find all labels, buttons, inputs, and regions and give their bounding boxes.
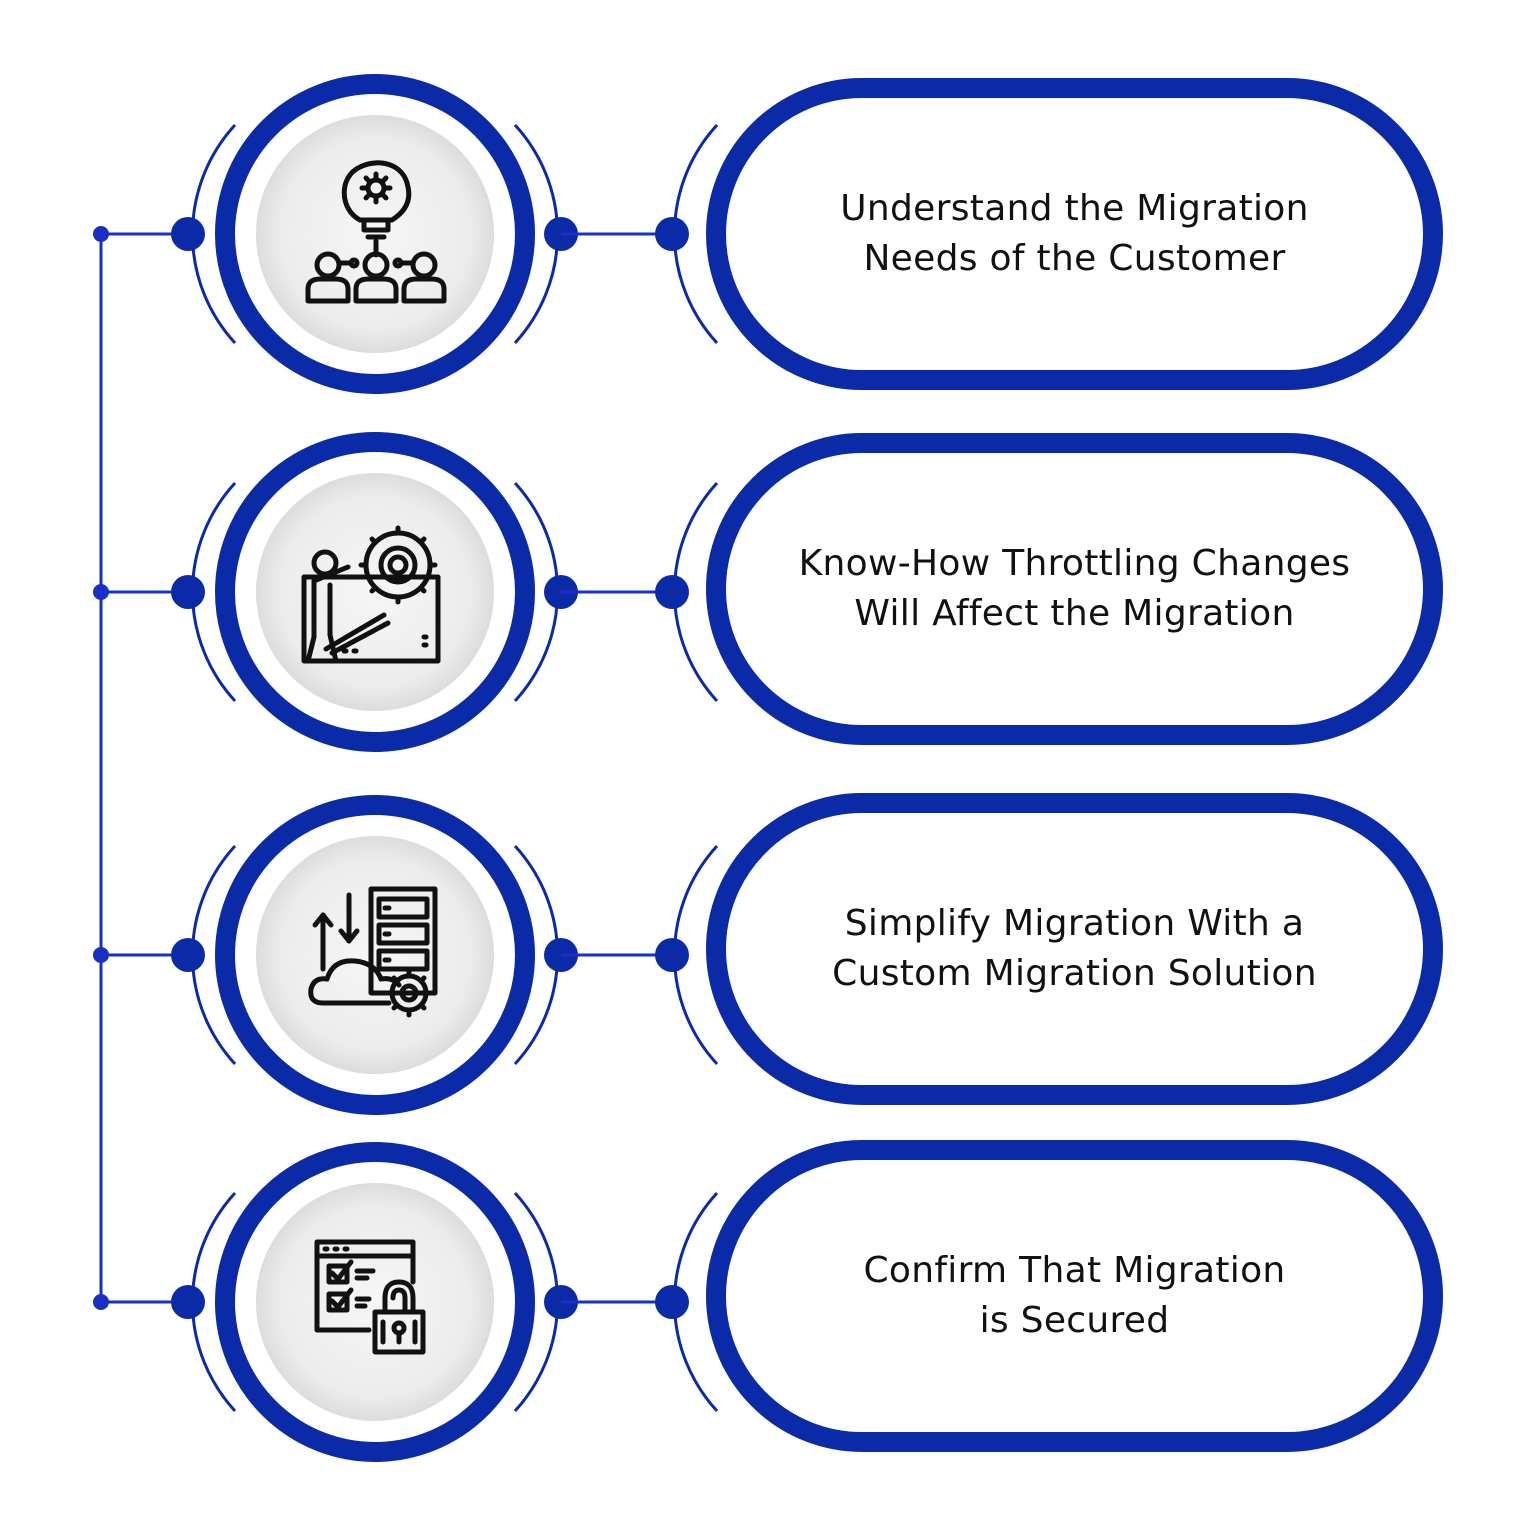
step-1-line-1: Understand the Migration xyxy=(840,188,1309,229)
pill-arc xyxy=(673,1191,719,1413)
connector-dot xyxy=(655,938,689,972)
step-4-line-1: Confirm That Migration xyxy=(863,1250,1286,1291)
icon-disc xyxy=(256,1183,494,1421)
step-1 xyxy=(93,74,1443,394)
connector-dot xyxy=(171,575,205,609)
step-2-line-1: Know-How Throttling Changes xyxy=(798,543,1351,584)
pill-arc xyxy=(673,123,719,345)
step-1-text: Understand the Migration Needs of the Cu… xyxy=(736,110,1413,358)
step-2-text: Know-How Throttling Changes Will Affect … xyxy=(736,465,1413,713)
server-cloud-sync-icon xyxy=(308,886,438,1018)
connector-dot xyxy=(171,1285,205,1319)
step-2 xyxy=(93,432,1443,752)
step-pill xyxy=(706,1140,1443,1452)
idea-team-icon xyxy=(305,160,447,304)
connector-dot xyxy=(171,938,205,972)
connector-dot xyxy=(655,217,689,251)
icon-disc xyxy=(256,836,494,1074)
secure-checklist-lock-icon xyxy=(314,1239,426,1355)
step-pill xyxy=(706,78,1443,390)
step-3-text: Simplify Migration With a Custom Migrati… xyxy=(736,825,1413,1073)
connector-dot xyxy=(655,575,689,609)
step-3 xyxy=(93,793,1443,1115)
step-2-line-2: Will Affect the Migration xyxy=(854,593,1295,634)
connector-dot xyxy=(171,217,205,251)
pill-arc xyxy=(673,481,719,703)
left-arc xyxy=(191,844,237,1066)
pill-arc xyxy=(673,844,719,1066)
left-arc xyxy=(191,481,237,703)
step-pill xyxy=(706,433,1443,745)
step-pill xyxy=(706,793,1443,1105)
step-4-line-2: is Secured xyxy=(979,1300,1170,1341)
step-4 xyxy=(93,1140,1443,1462)
connector-dot xyxy=(655,1285,689,1319)
step-3-line-1: Simplify Migration With a xyxy=(844,903,1305,944)
step-1-line-2: Needs of the Customer xyxy=(863,238,1286,279)
icon-disc xyxy=(256,115,494,353)
step-4-text: Confirm That Migration is Secured xyxy=(736,1172,1413,1420)
step-3-line-2: Custom Migration Solution xyxy=(832,953,1317,994)
left-arc xyxy=(191,1191,237,1413)
left-arc xyxy=(191,123,237,345)
icon-disc xyxy=(256,473,494,711)
person-gear-climb-icon xyxy=(301,525,441,664)
